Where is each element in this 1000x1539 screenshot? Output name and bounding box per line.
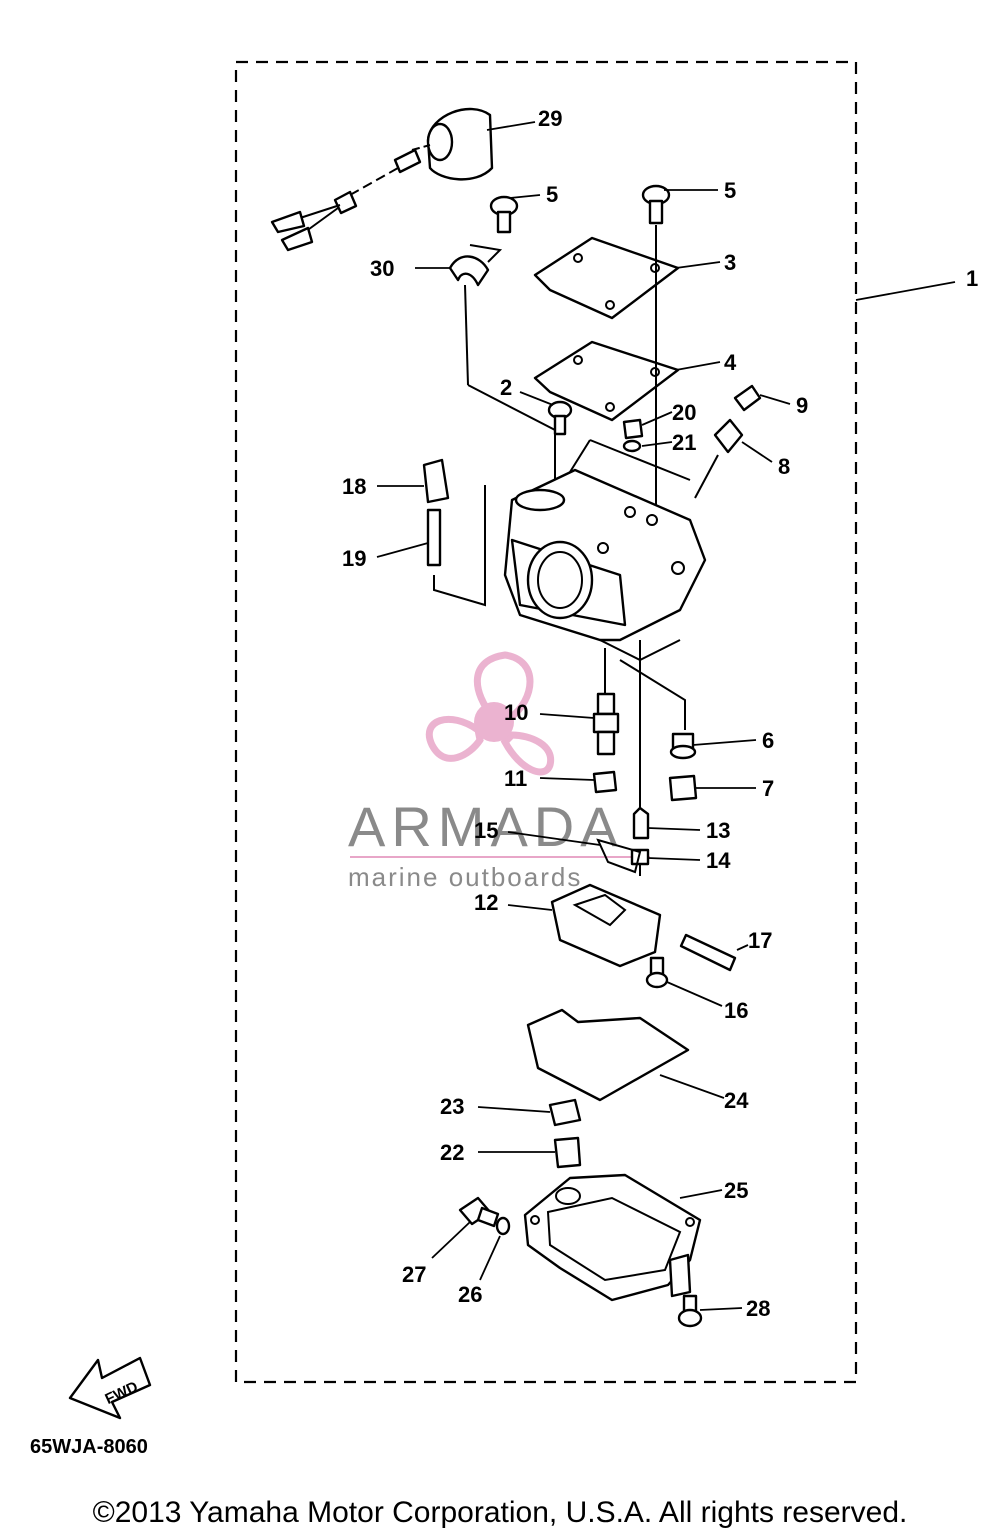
callout-13: 13 <box>706 818 730 843</box>
part-26-gasket <box>495 1216 511 1236</box>
part-17-pin <box>679 933 737 972</box>
callout-5a: 5 <box>546 182 558 207</box>
part-28-screw <box>677 1294 703 1328</box>
callout-16: 16 <box>724 998 748 1023</box>
part-11-plug <box>592 770 618 794</box>
callout-23: 23 <box>440 1094 464 1119</box>
part-13-needle <box>632 806 650 840</box>
callout-11: 11 <box>504 766 527 791</box>
callout-8: 8 <box>778 454 790 479</box>
callout-19: 19 <box>342 546 366 571</box>
part-21-o-ring <box>622 439 642 453</box>
callout-14: 14 <box>706 848 731 873</box>
callout-25: 25 <box>724 1178 748 1203</box>
propeller-icon <box>425 651 555 776</box>
callout-6: 6 <box>762 728 774 753</box>
part-8-spring <box>713 418 744 454</box>
diagram-code: 65WJA-8060 <box>30 1436 148 1458</box>
callout-27: 27 <box>402 1262 426 1287</box>
callout-29: 29 <box>538 106 562 131</box>
callout-26: 26 <box>458 1282 482 1307</box>
part-15-arm <box>596 838 642 874</box>
part-23-cap <box>548 1098 582 1127</box>
callout-labels: 1 2 3 4 5 5 6 7 8 9 10 11 12 13 14 15 16… <box>342 106 978 1321</box>
part-3-gasket <box>533 236 680 320</box>
part-16-screw <box>645 956 669 989</box>
callout-20: 20 <box>672 400 696 425</box>
part-2-screw <box>547 400 573 436</box>
fwd-arrow-icon: FWD <box>68 1356 152 1420</box>
callout-5b: 5 <box>724 178 736 203</box>
part-10-valve-seat <box>592 692 620 756</box>
part-4-gasket <box>533 340 680 422</box>
callout-2: 2 <box>500 375 512 400</box>
part-7-cap <box>668 774 698 802</box>
part-25-float-bowl <box>523 1173 702 1302</box>
part-29-connector <box>270 107 494 252</box>
watermark-tagline: marine outboards <box>348 862 582 892</box>
carburetor-body <box>503 468 707 662</box>
part-30-clip <box>448 255 490 287</box>
part-6-jet <box>669 732 697 760</box>
part-20-plug <box>622 418 644 440</box>
assembly-boundary <box>234 60 858 1384</box>
callout-30: 30 <box>370 256 394 281</box>
part-9-screw <box>733 384 762 412</box>
callout-leaders <box>376 121 956 1311</box>
part-5-screw-right <box>641 184 671 225</box>
part-5-screw-left <box>489 195 519 234</box>
callout-17: 17 <box>748 928 772 953</box>
callout-12: 12 <box>474 890 498 915</box>
callout-22: 22 <box>440 1140 464 1165</box>
callout-21: 21 <box>672 430 696 455</box>
watermark-brand: ARMADA <box>348 795 624 858</box>
callout-4: 4 <box>724 350 737 375</box>
copyright-notice: ©2013 Yamaha Motor Corporation, U.S.A. A… <box>92 1496 908 1529</box>
callout-3: 3 <box>724 250 736 275</box>
part-22-spring <box>553 1136 582 1169</box>
callout-28: 28 <box>746 1296 770 1321</box>
callout-10: 10 <box>504 700 528 725</box>
callout-15: 15 <box>474 818 498 843</box>
part-18-jet <box>422 458 450 504</box>
part-12-float <box>550 883 662 968</box>
callout-7: 7 <box>762 776 774 801</box>
callout-18: 18 <box>342 474 366 499</box>
part-19-pin <box>426 508 442 567</box>
callout-1: 1 <box>966 266 978 291</box>
callout-24: 24 <box>724 1088 749 1113</box>
part-24-gasket <box>526 1008 690 1102</box>
callout-9: 9 <box>796 393 808 418</box>
